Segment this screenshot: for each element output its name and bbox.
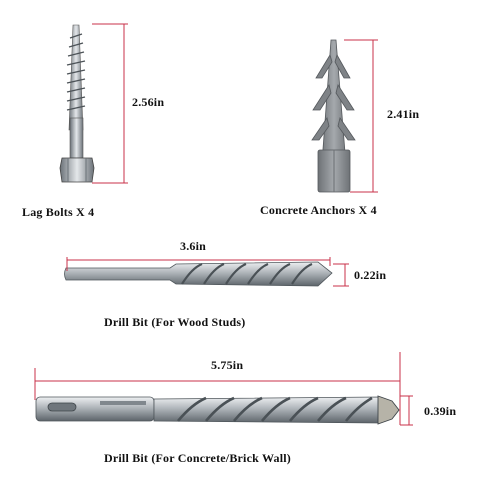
lag-bolt-length-label: 2.56in xyxy=(132,95,165,109)
concrete-anchor-image xyxy=(311,39,356,193)
wood-drill-bit-dimension-lines xyxy=(66,257,349,287)
concrete-drill-bit-caption: Drill Bit (For Concrete/Brick Wall) xyxy=(104,451,291,465)
wood-bit-flutes xyxy=(181,262,313,285)
concrete-drill-bit-length-label: 5.75in xyxy=(211,358,244,372)
concrete-drill-bit-diameter-label: 0.39in xyxy=(424,404,457,418)
concrete-anchor-caption: Concrete Anchors X 4 xyxy=(260,203,377,217)
lag-bolt-image xyxy=(59,24,95,183)
concrete-drill-bit-image xyxy=(35,395,400,425)
concrete-anchor-dimension-line xyxy=(344,39,378,193)
wood-drill-bit-image xyxy=(64,261,333,287)
lag-bolt-threads xyxy=(66,33,86,111)
lag-bolt-caption: Lag Bolts X 4 xyxy=(22,205,95,219)
lag-bolt-dimension-line xyxy=(92,23,128,184)
concrete-bit-flutes xyxy=(176,396,373,422)
anchor-fins xyxy=(311,53,356,141)
concrete-anchor-length-label: 2.41in xyxy=(387,107,420,121)
concrete-drill-bit-dimension-lines xyxy=(34,352,413,426)
wood-drill-bit-length-label: 3.6in xyxy=(180,239,207,253)
wood-drill-bit-diameter-label: 0.22in xyxy=(354,268,387,282)
wood-drill-bit-caption: Drill Bit (For Wood Studs) xyxy=(104,315,246,329)
